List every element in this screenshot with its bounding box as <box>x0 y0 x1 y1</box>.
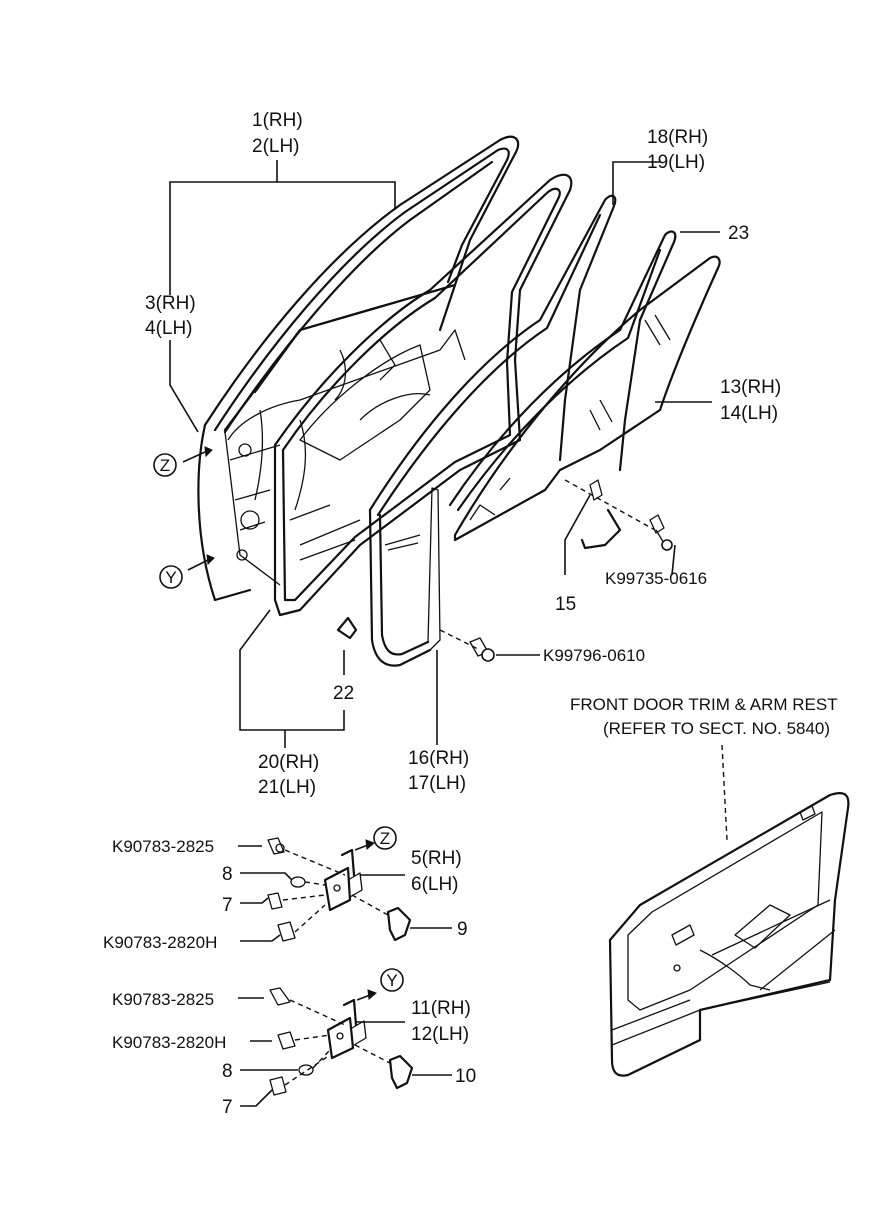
label-12: 12(LH) <box>411 1024 469 1045</box>
label-23: 23 <box>728 223 749 244</box>
label-15: 15 <box>555 594 576 615</box>
label-8a: 8 <box>222 864 233 885</box>
door-trim-panel: FRONT DOOR TRIM & ARM REST (REFER TO SEC… <box>570 695 850 1077</box>
hinge-lower: Y K90783-2825 K90783-2820H 8 7 11(RH) 12… <box>112 968 476 1118</box>
svg-text:Y: Y <box>165 568 176 587</box>
clip-22 <box>336 616 358 640</box>
label-4: 4(LH) <box>145 318 193 339</box>
label-8b: 8 <box>222 1061 233 1082</box>
door-shell <box>197 135 520 602</box>
upper-labels: 1(RH) 2(LH) 3(RH) 4(LH) 18(RH) 19(LH) 23… <box>145 110 781 798</box>
label-1: 1(RH) <box>252 110 303 131</box>
label-18: 18(RH) <box>647 127 708 148</box>
label-k2820a: K90783-2820H <box>103 933 217 952</box>
door-glass <box>453 255 721 542</box>
label-21: 21(LH) <box>258 777 316 798</box>
marker-z-upper: Z <box>153 446 213 477</box>
label-16: 16(RH) <box>408 748 469 769</box>
svg-text:Z: Z <box>380 829 390 848</box>
assembly-lines <box>439 479 656 651</box>
label-k2825a: K90783-2825 <box>112 837 214 856</box>
label-13: 13(RH) <box>720 377 781 398</box>
bolt-k99735 <box>649 514 673 551</box>
label-20: 20(RH) <box>258 752 319 773</box>
label-2: 2(LH) <box>252 136 300 157</box>
label-k99796: K99796-0610 <box>543 646 645 665</box>
trim-reference: (REFER TO SECT. NO. 5840) <box>603 719 830 738</box>
leader-lines <box>169 160 720 748</box>
label-5: 5(RH) <box>411 848 462 869</box>
label-6: 6(LH) <box>411 874 459 895</box>
glass-guide-15 <box>580 479 622 550</box>
label-7a: 7 <box>222 895 233 916</box>
label-22: 22 <box>333 683 354 704</box>
label-3: 3(RH) <box>145 293 196 314</box>
label-k99735: K99735-0616 <box>605 569 707 588</box>
svg-text:Y: Y <box>386 971 397 990</box>
label-7b: 7 <box>222 1097 233 1118</box>
label-10: 10 <box>455 1066 476 1087</box>
door-weatherstrip <box>273 173 573 617</box>
label-9: 9 <box>457 919 468 940</box>
marker-y-upper: Y <box>159 554 215 589</box>
svg-text:Z: Z <box>160 456 170 475</box>
trim-title: FRONT DOOR TRIM & ARM REST <box>570 695 838 714</box>
label-k2820b: K90783-2820H <box>112 1033 226 1052</box>
bolt-k99796 <box>469 637 495 662</box>
run-channel-frame <box>368 194 617 667</box>
label-14: 14(LH) <box>720 403 778 424</box>
label-k2825b: K90783-2825 <box>112 990 214 1009</box>
hinge-upper: Z K90783-2825 8 7 K90783-2820H 5(RH) 6(L… <box>103 826 468 952</box>
label-19: 19(LH) <box>647 152 705 173</box>
label-17: 17(LH) <box>408 773 466 794</box>
label-11: 11(RH) <box>411 998 471 1019</box>
